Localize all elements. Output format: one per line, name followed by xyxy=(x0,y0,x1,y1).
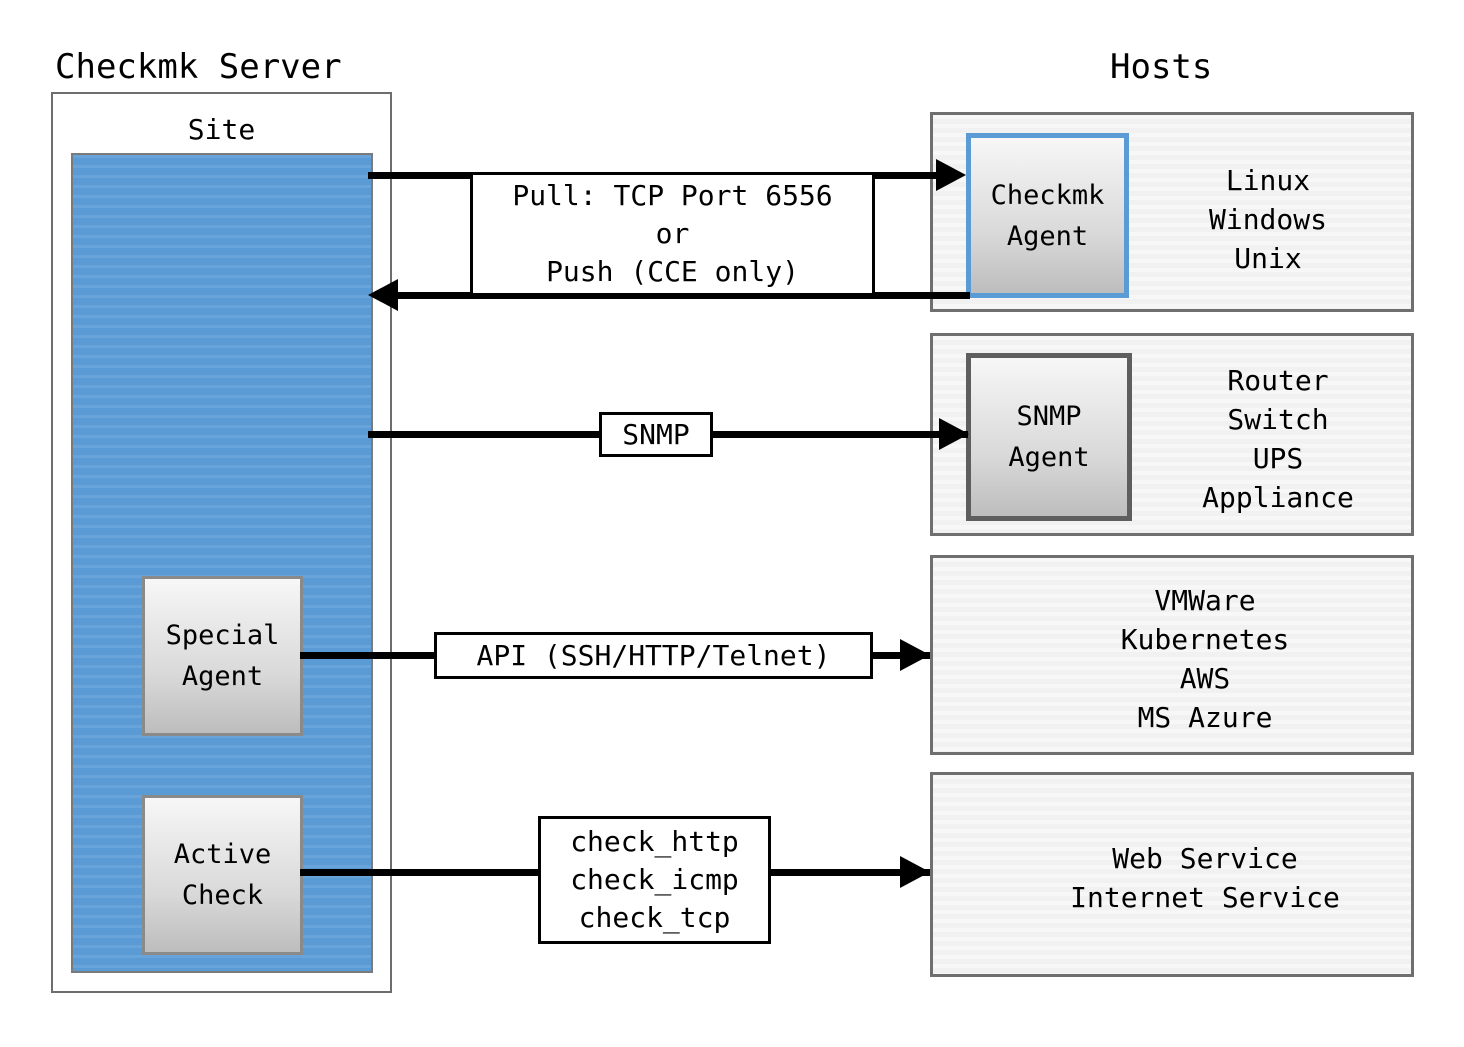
site-label: Site xyxy=(187,113,256,146)
host-panel-api-based xyxy=(930,555,1414,755)
snmp-agent-box[interactable]: SNMP Agent xyxy=(966,353,1132,521)
checkmk-agent-label-line2: Agent xyxy=(1006,220,1089,252)
connection-label-api: API (SSH/HTTP/Telnet) xyxy=(434,632,873,679)
checkmk-server-title: Checkmk Server xyxy=(55,47,342,87)
host-systems-agent-based: Linux Windows Unix xyxy=(1208,164,1327,275)
connection-label-snmp: SNMP xyxy=(599,412,713,457)
hosts-title: Hosts xyxy=(1110,47,1213,87)
special-agent-box[interactable]: Special Agent xyxy=(142,576,303,736)
special-agent-label-line1: Special xyxy=(165,620,280,651)
host-panel-service-based xyxy=(930,772,1414,977)
arrow-active-check-to-services-head-icon xyxy=(900,856,930,888)
active-check-box[interactable]: Active Check xyxy=(142,795,303,955)
agent-label-line1: Pull: TCP Port 6556 xyxy=(512,179,833,212)
snmp-agent-label-line1: SNMP xyxy=(1016,401,1082,432)
arrow-special-agent-to-api-hosts-head-icon xyxy=(900,639,930,671)
agent-label-line3: Push (CCE only) xyxy=(546,255,799,288)
active-check-label-line2: Check xyxy=(181,880,264,911)
checks-label-line2: check_icmp xyxy=(570,863,739,896)
checkmk-agent-box[interactable]: Checkmk Agent xyxy=(966,133,1129,298)
snmp-agent-label-line2: Agent xyxy=(1008,442,1090,473)
arrow-site-to-snmp-agent-head-icon xyxy=(939,418,969,450)
arrow-checkmk-agent-to-site-head-icon xyxy=(368,279,398,311)
checkmk-agent-label-line1: Checkmk xyxy=(990,179,1105,211)
checks-label-line1: check_http xyxy=(570,825,739,858)
connection-label-agent-pull-push: Pull: TCP Port 6556 or Push (CCE only) xyxy=(470,175,875,293)
special-agent-label-line2: Agent xyxy=(181,661,264,692)
host-systems-service-based: Web Service Internet Service xyxy=(1070,842,1340,914)
arrow-site-to-checkmk-agent-head-icon xyxy=(936,159,966,191)
connection-label-active-checks: check_http check_icmp check_tcp xyxy=(538,816,771,944)
arrow-checkmk-agent-to-site-line xyxy=(395,292,970,299)
host-systems-api-based: VMWare Kubernetes AWS MS Azure xyxy=(1120,584,1290,734)
agent-label-line2: or xyxy=(655,217,690,250)
checks-label-line3: check_tcp xyxy=(578,901,731,934)
host-systems-snmp-based: Router Switch UPS Appliance xyxy=(1202,364,1354,514)
active-check-label-line1: Active xyxy=(173,839,272,870)
